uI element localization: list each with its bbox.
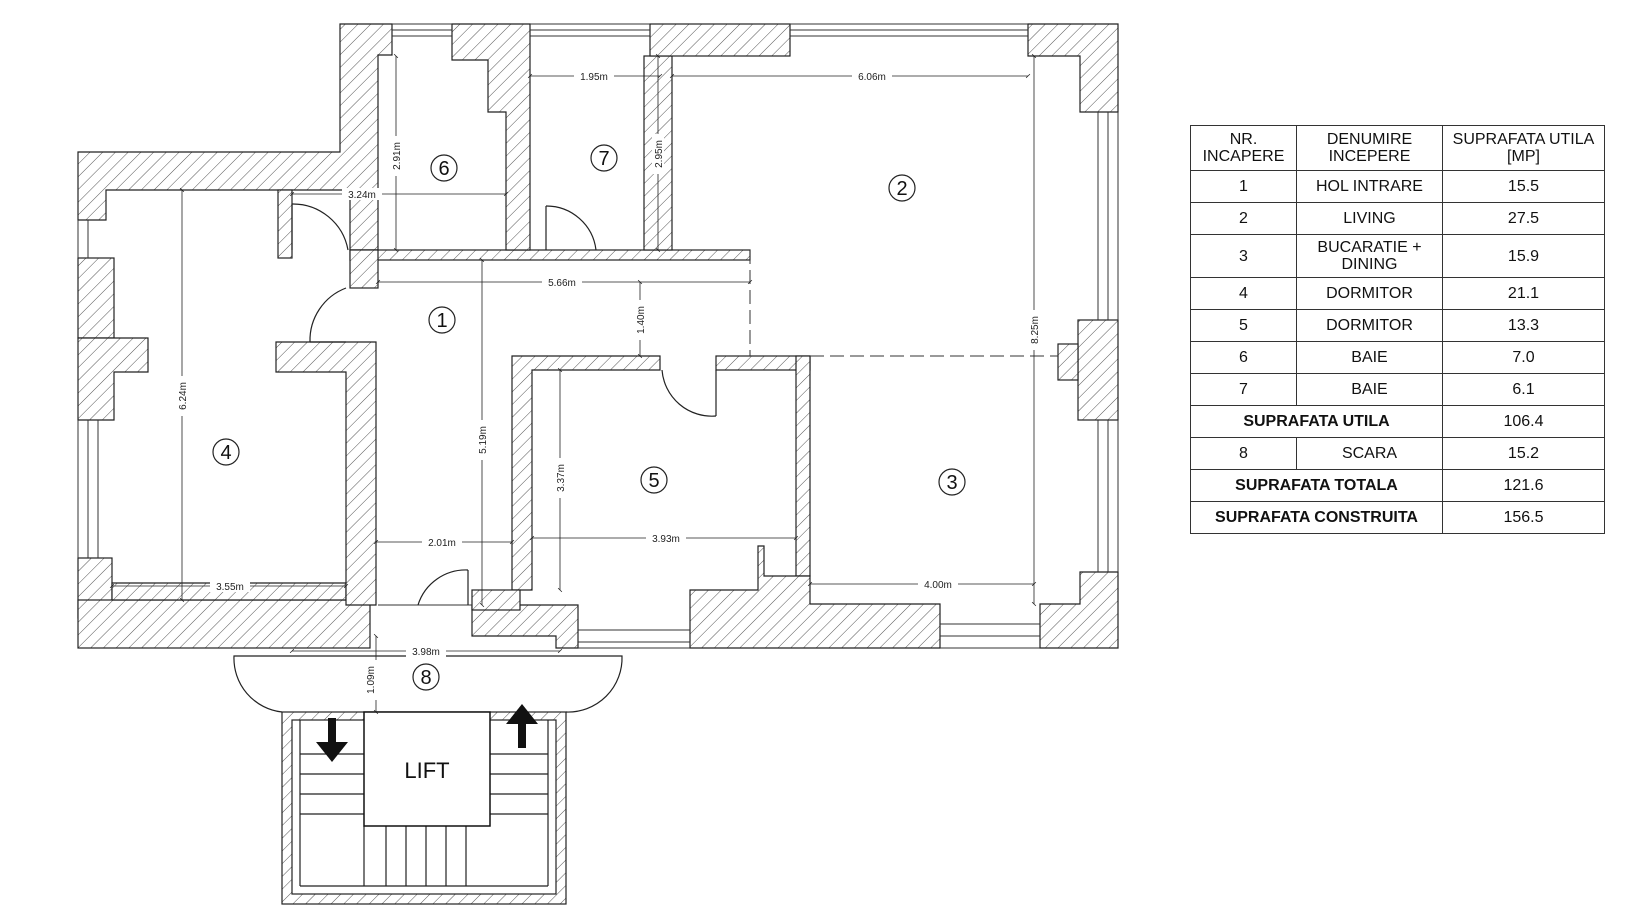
row-area: 13.3 <box>1442 309 1605 342</box>
dim-3-37: 3.37m <box>556 464 567 492</box>
row-nr: 5 <box>1190 309 1297 342</box>
room-2-number: 2 <box>896 178 907 200</box>
row-name: DORMITOR <box>1296 309 1443 342</box>
subtotal-row: SUPRAFATA UTILA 106.4 <box>1190 405 1605 438</box>
room-1-number: 1 <box>436 310 447 332</box>
lift-box <box>363 711 491 827</box>
windows <box>77 23 1119 649</box>
table-row: 5 DORMITOR 13.3 <box>1190 309 1605 342</box>
room-5-marker <box>640 466 668 494</box>
row-area: 6.1 <box>1442 373 1605 406</box>
row-nr: 6 <box>1190 341 1297 374</box>
room-6-number: 6 <box>438 158 449 180</box>
table-row: 6 BAIE 7.0 <box>1190 341 1605 374</box>
row-area: 15.9 <box>1442 234 1605 278</box>
dim-3-93: 3.93m <box>652 534 680 545</box>
dim-6-24: 6.24m <box>178 382 189 410</box>
dim-2-01: 2.01m <box>428 538 456 549</box>
row-nr: 1 <box>1190 170 1297 203</box>
row-nr: 3 <box>1190 234 1297 278</box>
row-area: 21.1 <box>1442 277 1605 310</box>
total-label: SUPRAFATA TOTALA <box>1190 469 1443 502</box>
row-area: 15.5 <box>1442 170 1605 203</box>
dim-1-40: 1.40m <box>636 306 647 334</box>
room-8-number: 8 <box>420 667 431 689</box>
room-7-number: 7 <box>598 148 609 170</box>
total-row: SUPRAFATA TOTALA 121.6 <box>1190 469 1605 502</box>
walls <box>77 23 1119 649</box>
row-nr: 7 <box>1190 373 1297 406</box>
table-row: 8 SCARA 15.2 <box>1190 437 1605 470</box>
dim-2-91: 2.91m <box>392 142 403 170</box>
up-arrow-icon <box>506 704 538 748</box>
lift-label: LIFT <box>404 758 449 783</box>
dim-3-24: 3.24m <box>348 190 376 201</box>
row-name: SCARA <box>1296 437 1443 470</box>
table-row: 3 BUCARATIE + DINING 15.9 <box>1190 234 1605 278</box>
row-name: BAIE <box>1296 341 1443 374</box>
row-name: DORMITOR <box>1296 277 1443 310</box>
header-nr: NR.INCAPERE <box>1190 125 1297 171</box>
dim-6-06: 6.06m <box>858 72 886 83</box>
room-5-number: 5 <box>648 470 659 492</box>
built-area-value: 156.5 <box>1442 501 1605 534</box>
row-nr: 8 <box>1190 437 1297 470</box>
room-8-marker <box>412 663 440 691</box>
row-name: BAIE <box>1296 373 1443 406</box>
dim-1-95: 1.95m <box>580 72 608 83</box>
room-3-number: 3 <box>946 472 957 494</box>
dim-1-09: 1.09m <box>366 666 377 694</box>
room-7-marker <box>590 144 618 172</box>
dim-3-98: 3.98m <box>412 647 440 658</box>
dim-8-25: 8.25m <box>1030 316 1041 344</box>
table-row: 4 DORMITOR 21.1 <box>1190 277 1605 310</box>
row-area: 7.0 <box>1442 341 1605 374</box>
table-row: 1 HOL INTRARE 15.5 <box>1190 170 1605 203</box>
row-name: BUCARATIE + DINING <box>1296 234 1443 278</box>
room-3-marker <box>938 468 966 496</box>
dim-5-19: 5.19m <box>478 426 489 454</box>
subtotal-label: SUPRAFATA UTILA <box>1190 405 1443 438</box>
row-nr: 2 <box>1190 202 1297 235</box>
room-1-marker <box>428 306 456 334</box>
row-name: HOL INTRARE <box>1296 170 1443 203</box>
dim-4-00: 4.00m <box>924 580 952 591</box>
dim-2-95: 2.95m <box>654 140 665 168</box>
doors <box>291 203 717 606</box>
subtotal-area: 106.4 <box>1442 405 1605 438</box>
row-area: 27.5 <box>1442 202 1605 235</box>
built-area-label: SUPRAFATA CONSTRUITA <box>1190 501 1443 534</box>
row-name: LIVING <box>1296 202 1443 235</box>
total-area: 121.6 <box>1442 469 1605 502</box>
room-2-marker <box>888 174 916 202</box>
built-area-row: SUPRAFATA CONSTRUITA 156.5 <box>1190 501 1605 534</box>
dim-5-66: 5.66m <box>548 278 576 289</box>
table-row: 7 BAIE 6.1 <box>1190 373 1605 406</box>
row-area: 15.2 <box>1442 437 1605 470</box>
dim-3-55: 3.55m <box>216 582 244 593</box>
room-4-marker <box>212 438 240 466</box>
room-6-marker <box>430 154 458 182</box>
header-suprafata: SUPRAFATA UTILA[MP] <box>1442 125 1605 171</box>
room-4-number: 4 <box>220 442 231 464</box>
down-arrow-icon <box>316 718 348 762</box>
table-row: 2 LIVING 27.5 <box>1190 202 1605 235</box>
row-nr: 4 <box>1190 277 1297 310</box>
